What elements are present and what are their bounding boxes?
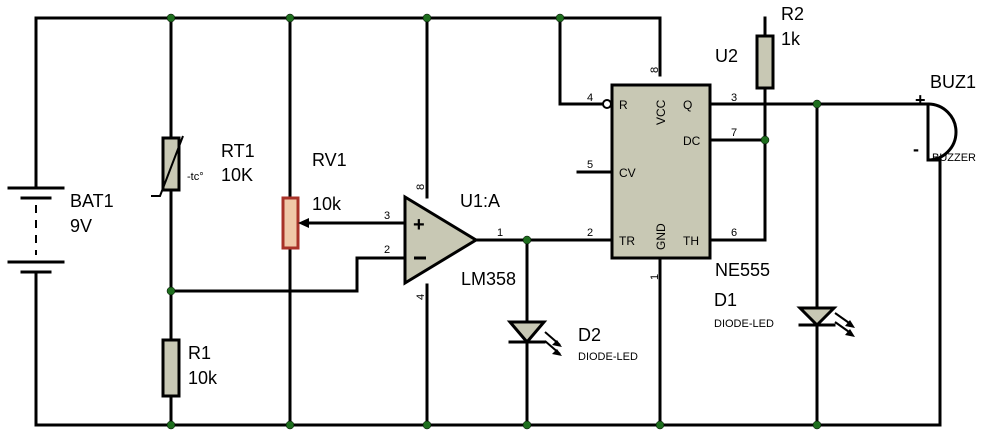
u2-label-gnd: GND bbox=[654, 223, 668, 250]
r2-ref: R2 bbox=[781, 4, 804, 24]
rv1-ref: RV1 bbox=[312, 150, 347, 170]
u1-plus-sign: + bbox=[413, 214, 425, 236]
u2-body bbox=[610, 83, 712, 260]
d1-ref: D1 bbox=[714, 290, 737, 310]
r2-value: 1k bbox=[781, 29, 801, 49]
junction-dot bbox=[285, 13, 295, 23]
u1-pin-vcc: 8 bbox=[415, 184, 427, 190]
led-d2: D2 DIODE-LED bbox=[506, 320, 638, 363]
wire-inv-input bbox=[169, 256, 407, 293]
bat1-ref: BAT1 bbox=[70, 191, 114, 211]
battery-bat1: BAT1 9V bbox=[7, 186, 114, 274]
potentiometer-rv1: RV1 10k bbox=[281, 150, 347, 250]
timer-u2: R CV TR Q DC TH VCC GND 4 5 2 3 7 6 8 1 … bbox=[587, 46, 770, 280]
rv1-body bbox=[281, 196, 300, 250]
bat1-value: 9V bbox=[70, 216, 92, 236]
r1-body bbox=[161, 338, 181, 398]
u2-label-th: TH bbox=[683, 234, 699, 248]
u2-pin-vcc: 8 bbox=[649, 67, 661, 73]
u2-label-q: Q bbox=[683, 98, 692, 112]
u2-label-dc: DC bbox=[683, 134, 701, 148]
d2-triangle bbox=[506, 320, 548, 345]
junction-dot bbox=[812, 99, 822, 109]
rt1-symbol: -tc° bbox=[187, 171, 204, 183]
junctions bbox=[166, 13, 822, 430]
wire-top-rail bbox=[34, 16, 662, 77]
junction-dot bbox=[166, 13, 176, 23]
u2-reset-bubble bbox=[602, 99, 612, 109]
d2-ref: D2 bbox=[578, 325, 601, 345]
u2-pin-th: 6 bbox=[731, 227, 737, 239]
u1-pin-inv: 2 bbox=[384, 244, 390, 256]
d2-arrowhead2 bbox=[552, 349, 562, 356]
resistor-r1: R1 10k bbox=[161, 338, 218, 398]
u1-pin-gnd: 4 bbox=[415, 294, 427, 300]
r1-ref: R1 bbox=[188, 343, 211, 363]
junction-dot bbox=[422, 420, 432, 430]
u1-triangle bbox=[403, 194, 479, 286]
junction-dot bbox=[285, 420, 295, 430]
wire-u2-reset bbox=[558, 16, 604, 106]
rv1-wiper-arrow bbox=[298, 218, 309, 228]
rv1-value: 10k bbox=[312, 194, 342, 214]
u1-part: LM358 bbox=[461, 269, 516, 289]
u2-label-r: R bbox=[619, 98, 628, 112]
junction-dot bbox=[166, 420, 176, 430]
junction-dot bbox=[812, 420, 822, 430]
buz1-ref: BUZ1 bbox=[930, 72, 976, 92]
buz1-type: BUZZER bbox=[932, 152, 976, 164]
buz1-plus: + bbox=[915, 90, 926, 110]
d1-arrowhead2 bbox=[845, 329, 855, 337]
u1-pin-out: 1 bbox=[497, 227, 503, 239]
u2-pin-tr: 2 bbox=[587, 227, 593, 239]
buz1-minus: - bbox=[913, 139, 919, 159]
u2-pin-gnd: 1 bbox=[649, 274, 661, 280]
junction-dot bbox=[555, 13, 565, 23]
rt1-ref: RT1 bbox=[221, 141, 255, 161]
u2-pin-q: 3 bbox=[731, 92, 737, 104]
wires bbox=[34, 16, 942, 427]
junction-dot bbox=[522, 235, 532, 245]
junction-dot bbox=[422, 13, 432, 23]
u2-pin-dc: 7 bbox=[731, 127, 737, 139]
buzzer-buz1: + - BUZ1 BUZZER bbox=[913, 72, 976, 164]
u2-ref: U2 bbox=[715, 46, 738, 66]
u1-ref: U1:A bbox=[460, 191, 500, 211]
d2-arrowhead1 bbox=[552, 340, 562, 347]
u2-part: NE555 bbox=[715, 260, 770, 280]
u1-pin-noninv: 3 bbox=[384, 210, 390, 222]
r2-body bbox=[755, 34, 775, 90]
rt1-value: 10K bbox=[221, 165, 253, 185]
opamp-u1: + 3 2 1 8 4 U1:A LM358 bbox=[384, 184, 516, 300]
rt1-slash bbox=[151, 135, 184, 197]
buz1-arc bbox=[926, 102, 958, 162]
u2-pin-cv: 5 bbox=[587, 159, 593, 171]
r1-value: 10k bbox=[188, 368, 218, 388]
d1-triangle bbox=[796, 306, 838, 328]
junction-dot bbox=[166, 286, 176, 296]
d2-type: DIODE-LED bbox=[578, 351, 638, 363]
resistor-r2: R2 1k bbox=[755, 4, 804, 90]
u2-pin-r: 4 bbox=[587, 92, 593, 104]
u2-label-tr: TR bbox=[619, 234, 635, 248]
d1-arrowhead1 bbox=[845, 320, 855, 328]
thermistor-rt1: -tc° RT1 10K bbox=[151, 135, 255, 197]
u2-label-cv: CV bbox=[619, 166, 636, 180]
d1-type: DIODE-LED bbox=[714, 318, 774, 330]
junction-dot bbox=[655, 420, 665, 430]
u2-label-vcc: VCC bbox=[654, 99, 668, 125]
junction-dot bbox=[522, 420, 532, 430]
junction-dot bbox=[760, 135, 770, 145]
led-d1: D1 DIODE-LED bbox=[714, 290, 855, 337]
